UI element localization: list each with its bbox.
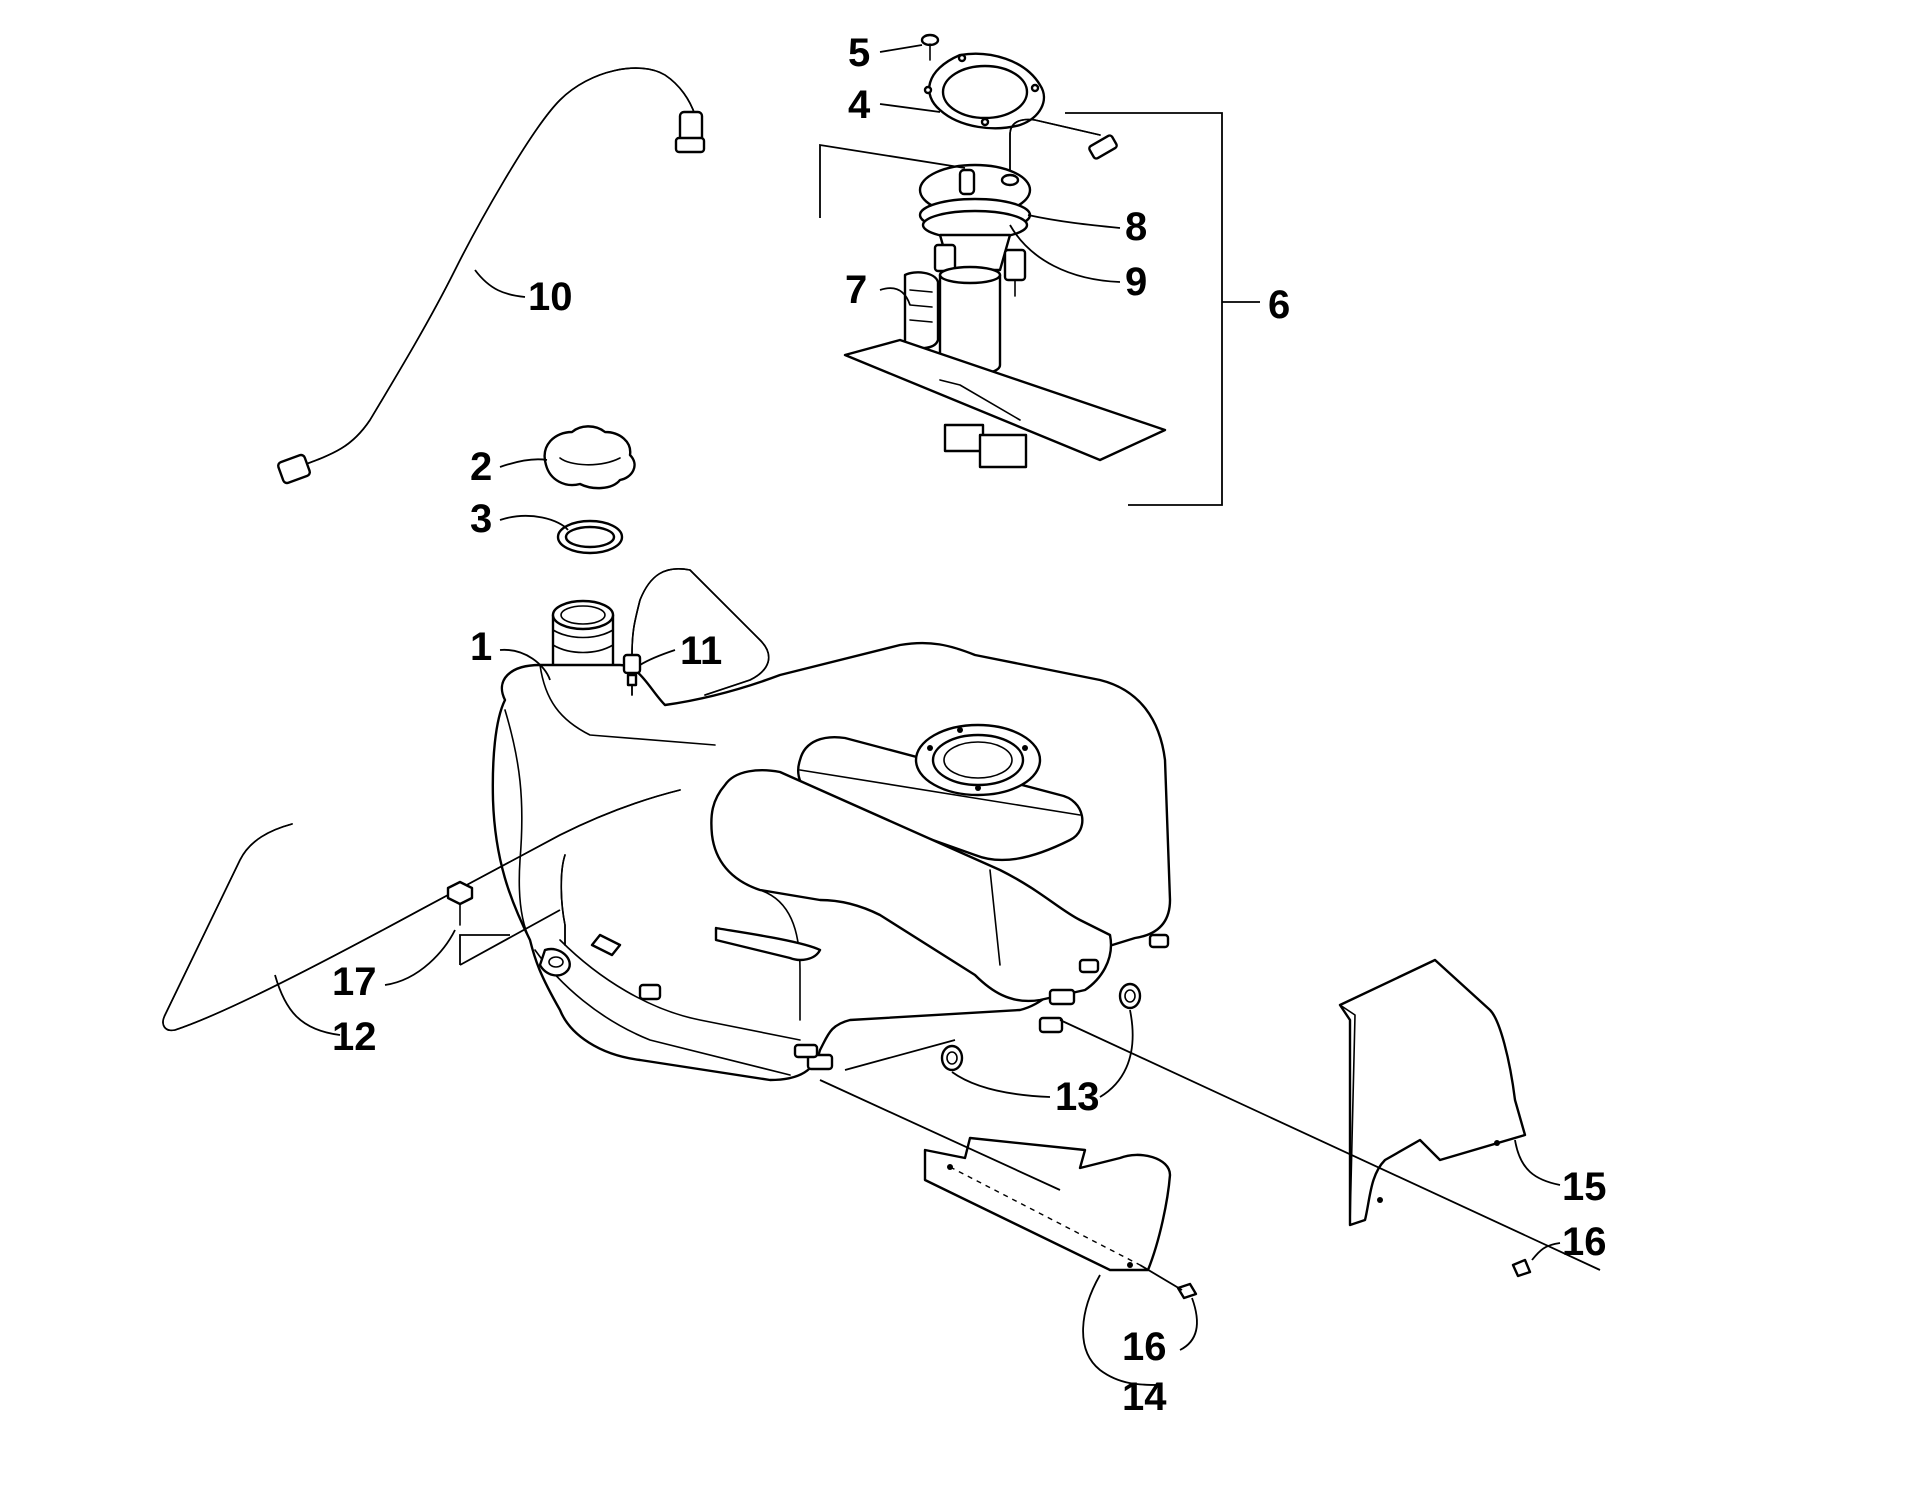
o-ring: [556, 519, 624, 555]
leader-lines: [274, 44, 1601, 1386]
callout-14: 14: [1122, 1375, 1167, 1419]
callout-11: 11: [680, 629, 722, 673]
callout-17: 17: [332, 960, 377, 1004]
callout-13: 13: [1055, 1075, 1100, 1119]
callout-6: 6: [1268, 283, 1290, 327]
callout-3: 3: [470, 497, 492, 541]
callout-9: 9: [1125, 260, 1147, 304]
vent-hose: [277, 67, 706, 485]
fuel-cap: [543, 425, 636, 490]
screw: [920, 33, 940, 61]
callout-16-right: 16: [1562, 1220, 1607, 1264]
check-valve: [622, 568, 770, 696]
pump-gasket: [923, 52, 1046, 130]
callout-10: 10: [528, 275, 573, 319]
shield-screws: [1176, 1258, 1532, 1300]
callout-2: 2: [470, 445, 492, 489]
heat-shield-left: [923, 1136, 1172, 1272]
callout-labels: 5 4 8 9 7 6 10 2 3 1 11 17 12 13 15 16 1…: [332, 31, 1607, 1419]
fuel-tank: [491, 599, 1172, 1082]
callout-12: 12: [332, 1015, 377, 1059]
heat-shield-right: [1338, 958, 1527, 1227]
breather-tube: [162, 789, 681, 1032]
callout-7: 7: [845, 268, 867, 312]
tank-bolt: [446, 880, 474, 926]
callout-1: 1: [470, 625, 492, 669]
callout-4: 4: [848, 83, 871, 127]
grommets: [940, 982, 1142, 1072]
fuel-pump-assembly: [843, 118, 1167, 469]
callout-8: 8: [1125, 205, 1147, 249]
callout-5: 5: [848, 31, 870, 75]
callout-16-lower: 16: [1122, 1325, 1167, 1369]
callout-15: 15: [1562, 1165, 1607, 1209]
